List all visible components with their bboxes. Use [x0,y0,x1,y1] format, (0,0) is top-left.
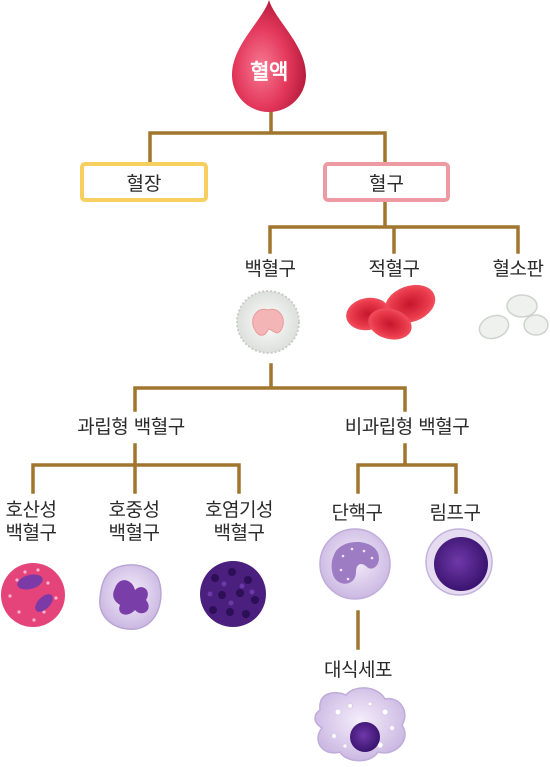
plasma-box: 혈장 [80,162,208,202]
neutrophil-label-line1: 호중성 [108,499,160,521]
eosinophil-label: 호산성 백혈구 [6,499,57,545]
basophil-icon [200,561,266,627]
red-blood-cell-icon [346,284,436,340]
platelet-label: 혈소판 [492,258,544,280]
rbc-label: 적혈구 [368,258,420,280]
basophil-label-line1: 호염기성 [205,499,273,521]
wbc-label: 백혈구 [244,258,296,280]
neutrophil-label: 호중성 백혈구 [109,499,160,545]
basophil-label-line2: 백혈구 [213,522,265,544]
blood-cells-label: 혈구 [369,172,404,195]
monocyte-label: 단핵구 [331,502,383,524]
neutrophil-icon [99,564,162,630]
monocyte-icon [319,528,391,600]
plasma-label: 혈장 [126,172,162,195]
blood-drop-icon [232,0,306,112]
white-blood-cell-icon [236,290,300,354]
root-blood-label: 혈액 [250,60,288,84]
basophil-label: 호염기성 백혈구 [205,499,273,545]
eosinophil-label-line2: 백혈구 [5,522,57,544]
lymphocyte-label: 림프구 [429,502,481,524]
macrophage-icon [314,687,406,762]
blood-cells-box: 혈구 [323,162,450,202]
granulocyte-label: 과립형 백혈구 [77,416,185,438]
lymphocyte-icon [425,528,493,596]
neutrophil-label-line2: 백혈구 [108,522,160,544]
platelet-icon [478,294,549,340]
eosinophil-label-line1: 호산성 [5,499,57,521]
macrophage-label: 대식세포 [324,659,392,681]
agranulocyte-label: 비과립형 백혈구 [344,416,470,438]
eosinophil-icon [1,563,65,627]
